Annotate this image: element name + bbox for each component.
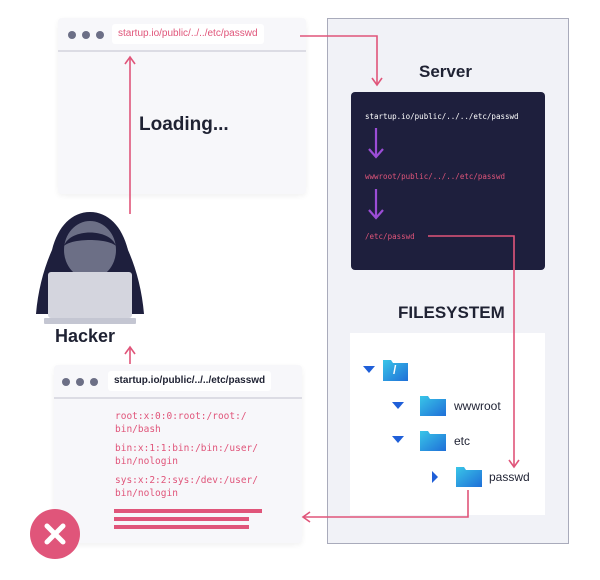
close-icon [44, 523, 66, 545]
arrow-down-icon [368, 128, 384, 220]
loading-text: Loading... [139, 114, 229, 135]
bottom-url-bar[interactable]: startup.io/public/../../etc/passwd [108, 371, 272, 391]
hacker-label: Hacker [55, 326, 116, 346]
filesystem-tree [350, 333, 545, 515]
window-dot [76, 378, 84, 386]
window-dot [68, 31, 76, 39]
bottom-browser-window: startup.io/public/../../etc/passwd [54, 365, 302, 543]
bottom-browser-bar: startup.io/public/../../etc/passwd [54, 365, 302, 399]
window-dot [62, 378, 70, 386]
error-icon [30, 509, 80, 559]
window-dot [96, 31, 104, 39]
top-browser-window: startup.io/public/../../etc/passwd [58, 18, 306, 194]
folder-root-label[interactable]: / [393, 363, 397, 377]
folder-passwd-label[interactable]: passwd [489, 470, 530, 484]
response-line: bin/nologin [115, 456, 178, 467]
response-line: bin/bash [115, 424, 161, 435]
filesystem-title: FILESYSTEM [398, 303, 505, 322]
redacted-line [114, 517, 249, 521]
server-step-final: /etc/passwd [365, 232, 415, 241]
folder-wwwroot-label[interactable]: wwwroot [454, 399, 501, 413]
server-title: Server [419, 62, 472, 81]
folder-etc-label[interactable]: etc [454, 434, 471, 448]
top-url-bar[interactable]: startup.io/public/../../etc/passwd [112, 24, 264, 44]
response-line: bin/nologin [115, 488, 178, 499]
redacted-line [114, 525, 249, 529]
window-dot [82, 31, 90, 39]
server-step-request: startup.io/public/../../etc/passwd [365, 112, 519, 121]
redacted-line [114, 509, 262, 513]
server-step-resolved: wwwroot/public/../../etc/passwd [365, 172, 505, 181]
top-browser-bar: startup.io/public/../../etc/passwd [58, 18, 306, 52]
response-text: root:x:0:0:root:/root:/ bin/bash bin:x:1… [115, 410, 258, 500]
window-dot [90, 378, 98, 386]
response-line: root:x:0:0:root:/root:/ [115, 411, 247, 422]
response-line: sys:x:2:2:sys:/dev:/user/ [115, 475, 258, 486]
server-terminal: startup.io/public/../../etc/passwd wwwro… [351, 92, 545, 270]
response-line: bin:x:1:1:bin:/bin:/user/ [115, 443, 258, 454]
